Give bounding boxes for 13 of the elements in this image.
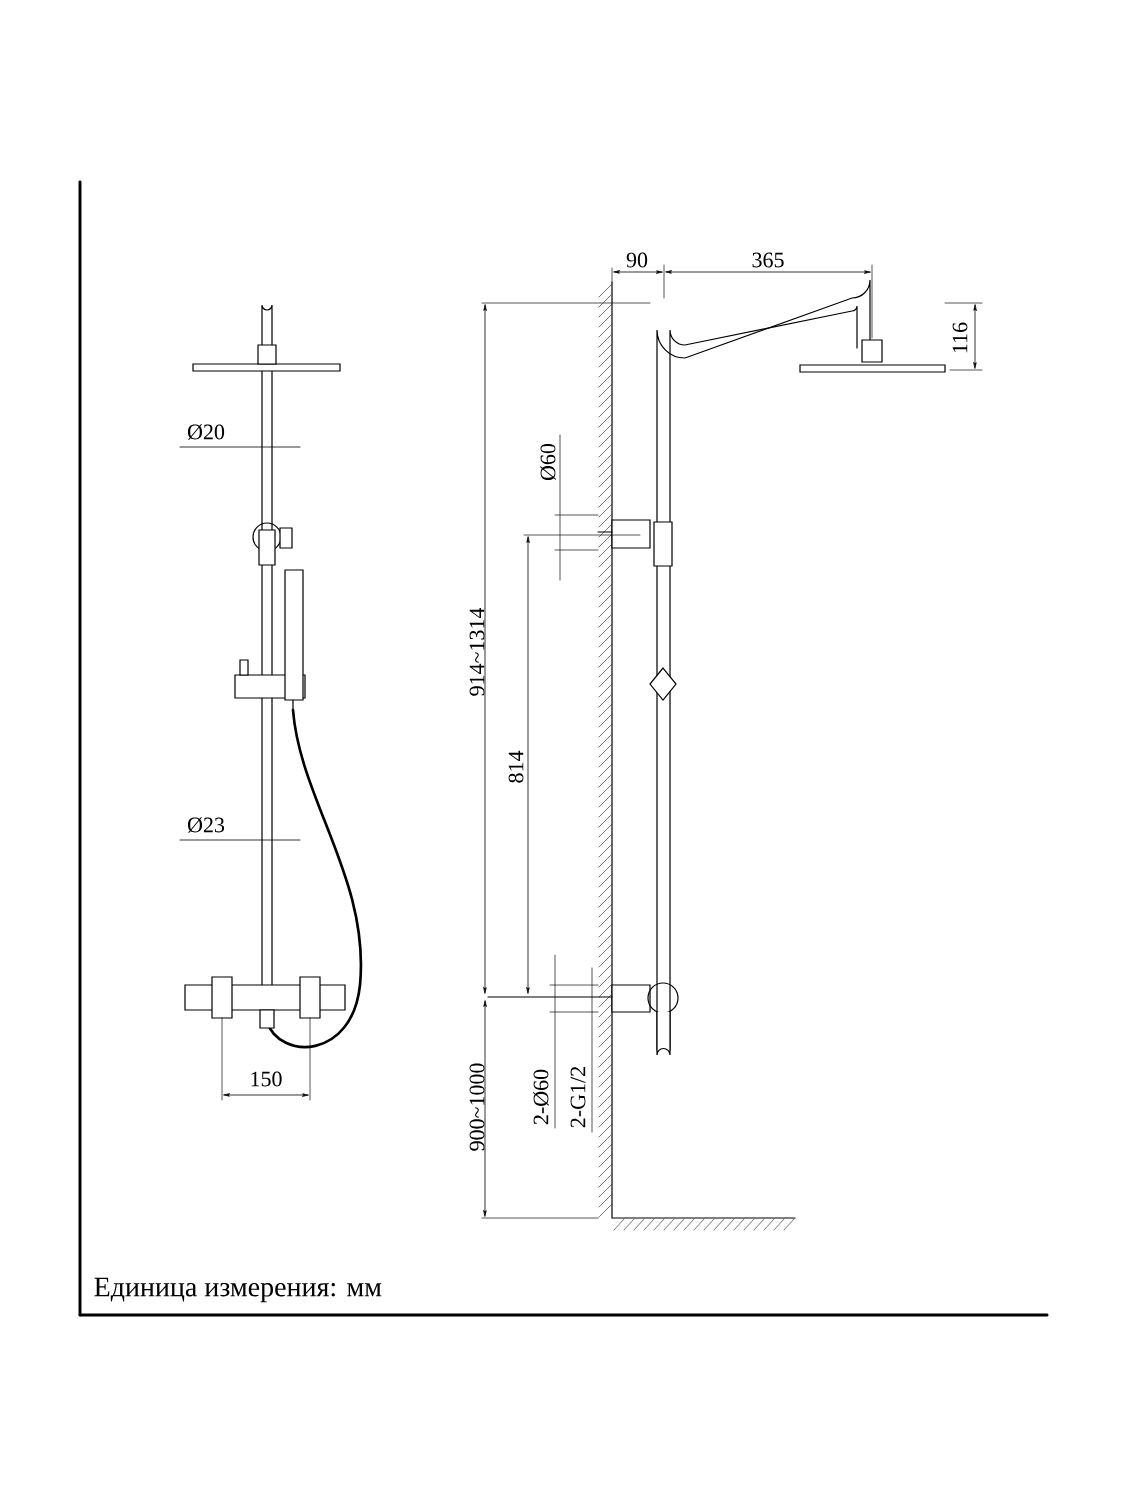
- dimension-label: 900~1000: [469, 1063, 485, 1151]
- dimension-label: 2-Ø60: [533, 1069, 549, 1125]
- dimension-label: Ø60: [540, 443, 556, 481]
- dimension-label: 914~1314: [469, 607, 485, 696]
- unit-note: Единица измерения: мм: [94, 1277, 382, 1303]
- dimension-label: 2-G1/2: [570, 1067, 586, 1128]
- dimension-label: 365: [752, 252, 784, 268]
- dimension-label: 90: [626, 252, 648, 268]
- dimension-label: 814: [508, 750, 524, 783]
- dimension-label: 116: [952, 322, 968, 353]
- dimension-label: Ø23: [187, 817, 225, 833]
- dimension-label: 150: [251, 1071, 282, 1087]
- dimension-label: Ø20: [187, 424, 225, 440]
